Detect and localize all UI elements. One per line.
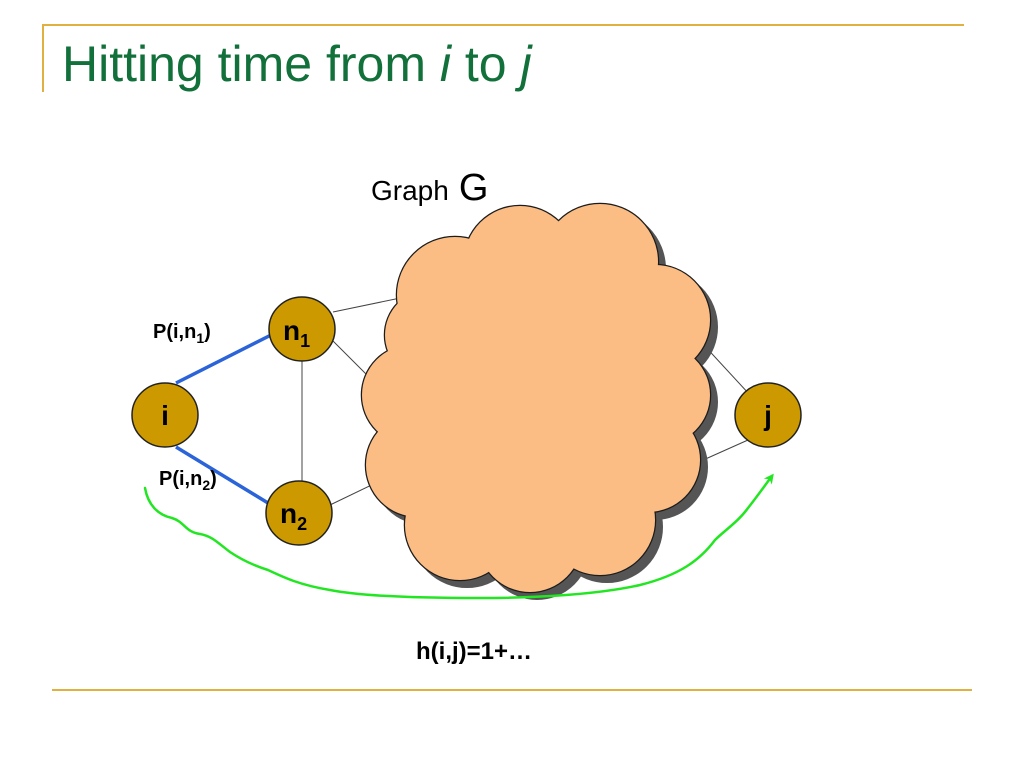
edge-label-p1-post: )	[204, 321, 211, 343]
node-i: i	[131, 382, 199, 448]
hitting-time-formula: h(i,j)=1+…	[416, 638, 532, 665]
graph-label-letter: G	[459, 167, 489, 209]
edge-label-p1-sub: 1	[196, 330, 204, 346]
edge-label-p-i-n1: P(i,n1)	[153, 321, 211, 346]
title-prefix: Hitting time from	[62, 36, 440, 92]
edge-i-n2	[175, 445, 269, 505]
title-i: i	[439, 36, 451, 92]
node-n1-label: n1	[283, 315, 310, 351]
edge-label-p-i-n2: P(i,n2)	[159, 468, 217, 493]
node-j: j	[734, 382, 802, 448]
edge-label-p2-sub: 2	[202, 477, 210, 493]
edge-label-p2-post: )	[210, 468, 217, 490]
node-n1-base: n	[283, 315, 300, 346]
frame-top-line	[42, 24, 964, 26]
slide-title: Hitting time from i to j	[62, 34, 532, 94]
node-n1: n1	[268, 296, 336, 362]
node-n2: n2	[265, 480, 333, 546]
edge-label-p2-pre: P(i,n	[159, 468, 202, 490]
node-j-label: j	[763, 400, 772, 431]
node-n2-subscript: 2	[297, 514, 307, 534]
frame-left-line	[42, 24, 44, 92]
hitting-path-arrow	[143, 473, 774, 600]
edge-label-p1-pre: P(i,n	[153, 321, 196, 343]
node-i-label: i	[161, 400, 169, 431]
frame-bottom-line	[52, 689, 972, 691]
edge-i-n1	[175, 332, 274, 385]
title-mid: to	[450, 36, 521, 92]
node-n2-label: n2	[280, 498, 307, 534]
title-j: j	[520, 36, 532, 92]
graph-label-word: Graph	[371, 175, 449, 206]
node-n2-base: n	[280, 498, 297, 529]
node-n1-subscript: 1	[300, 331, 310, 351]
graph-label: Graph G	[371, 167, 488, 209]
